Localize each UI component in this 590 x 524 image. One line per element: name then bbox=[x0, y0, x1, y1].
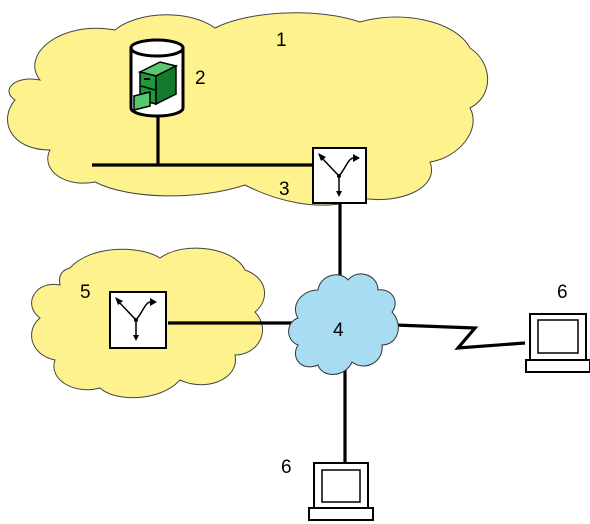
router-switch-icon-remote bbox=[109, 291, 167, 349]
lan-cloud-main bbox=[7, 12, 489, 206]
label-lan-remote: 5 bbox=[80, 282, 91, 303]
computer-terminal-icon-bottom bbox=[308, 462, 374, 521]
wan-to-right-terminal-serial-line bbox=[394, 323, 526, 350]
label-terminal-right: 6 bbox=[557, 282, 568, 303]
label-terminal-bottom: 6 bbox=[281, 457, 292, 478]
computer-terminal-icon-right bbox=[525, 313, 590, 373]
wan-cloud bbox=[288, 273, 399, 375]
label-wan-cloud: 4 bbox=[333, 320, 344, 341]
label-router-main: 3 bbox=[279, 179, 290, 200]
router-switch-icon-main bbox=[312, 147, 367, 204]
label-database: 2 bbox=[195, 68, 206, 89]
database-filing-cabinet-icon bbox=[129, 38, 185, 118]
label-lan-main: 1 bbox=[276, 30, 287, 51]
